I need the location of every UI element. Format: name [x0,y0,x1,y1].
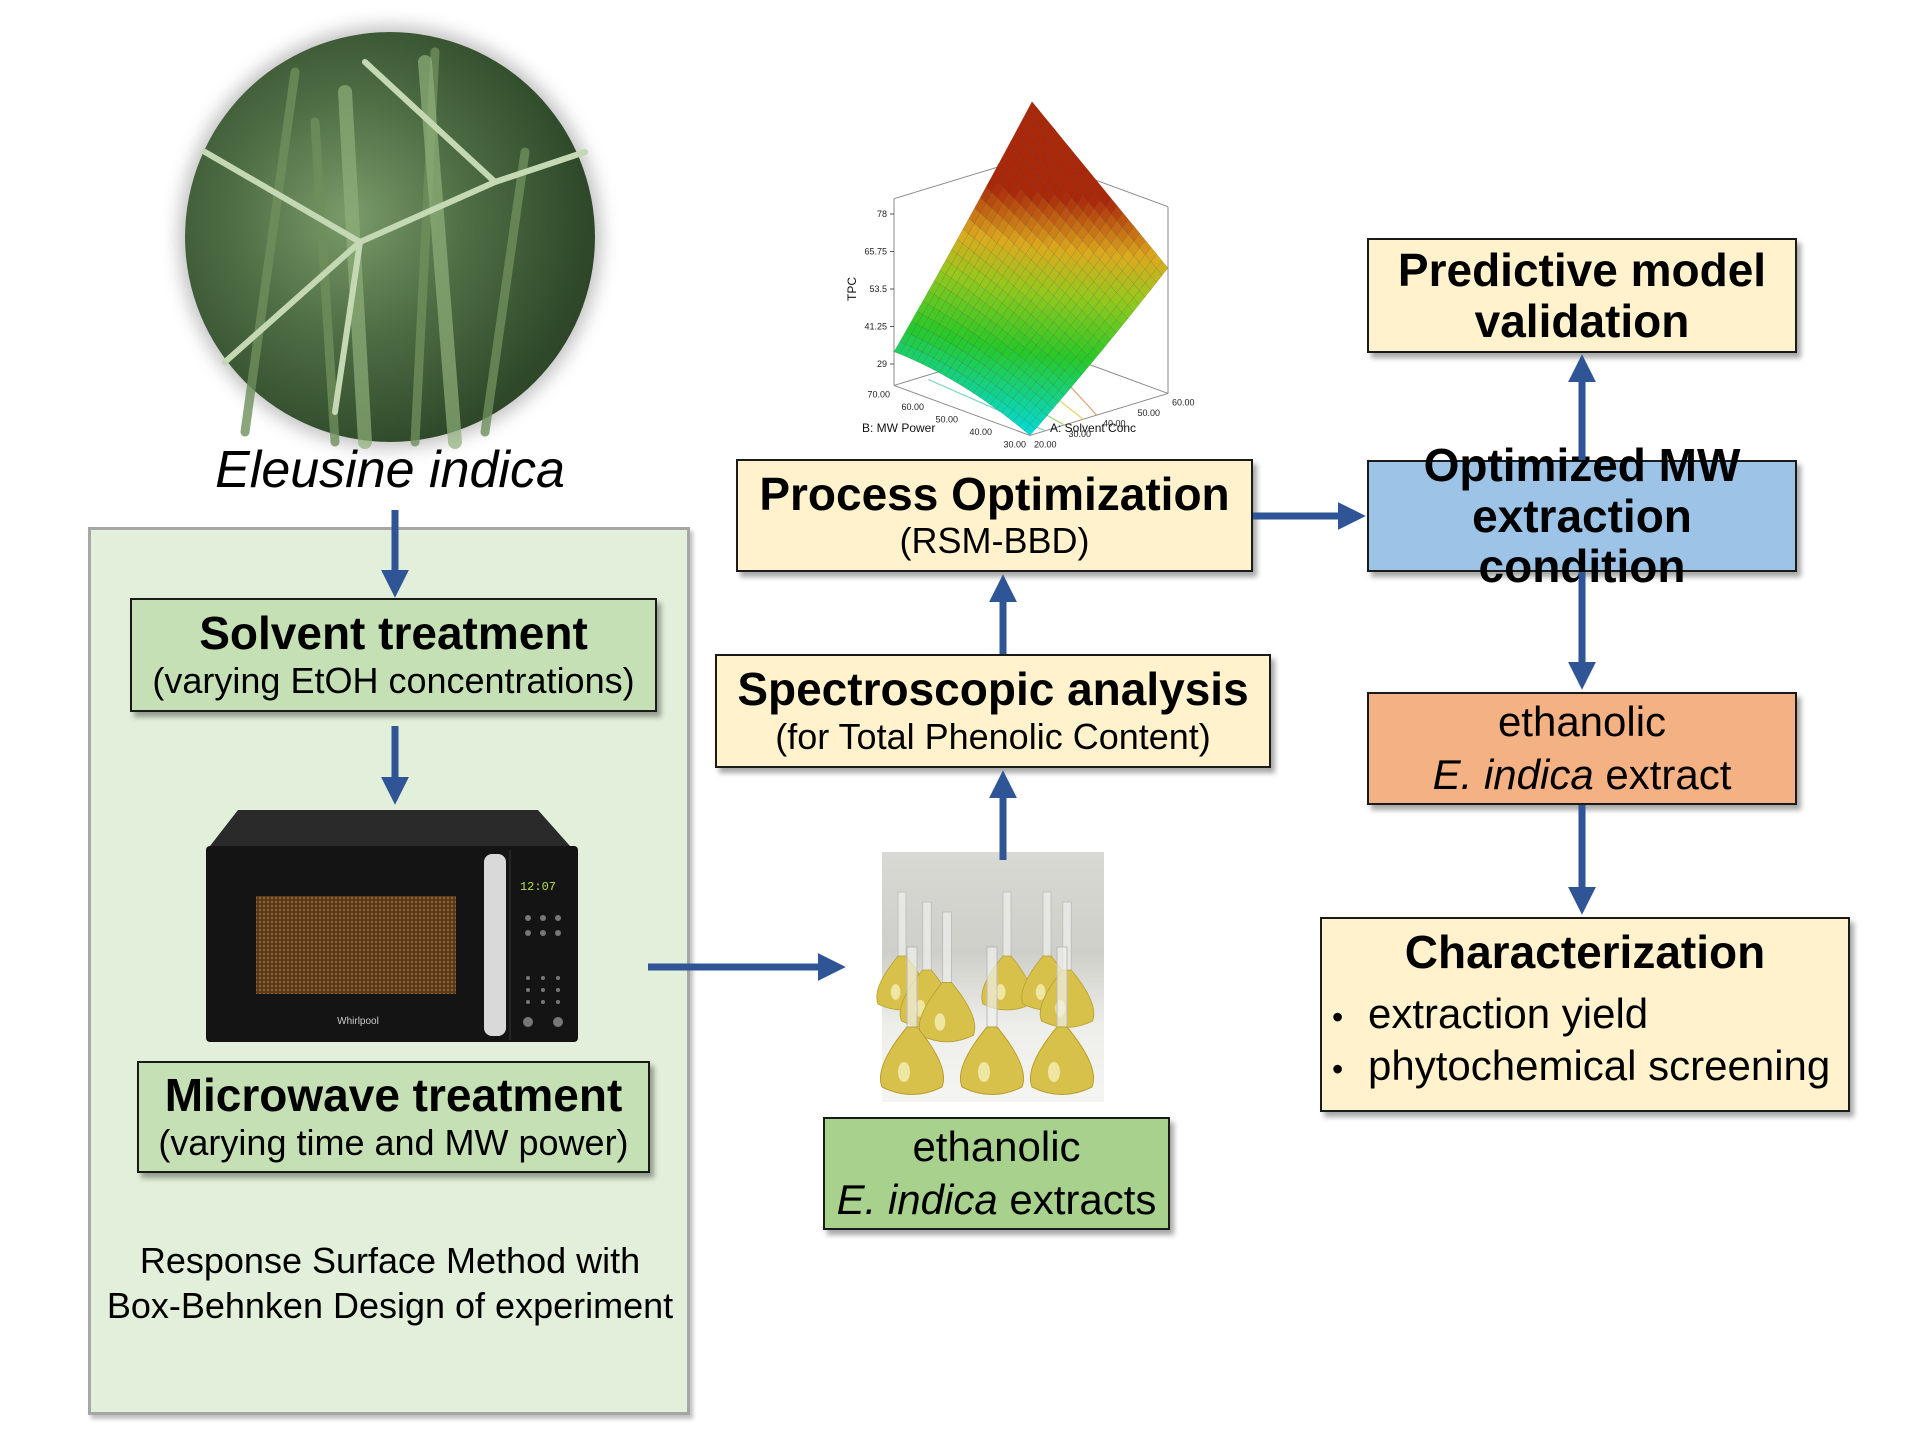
rsm-bbd-note: Response Surface Method with Box-Behnken… [106,1240,674,1326]
ethanolic-extract-box: ethanolic E. indica extract [1367,692,1797,805]
chart-surface-cell [1133,232,1146,249]
extracts-species: E. indica [836,1175,998,1223]
flask [879,946,945,1095]
extracts-rest: extracts [997,1175,1157,1223]
chart-y-tick-label: 70.00 [867,389,890,399]
chart-surface [893,101,1169,436]
ethanolic-extracts-box: ethanolic E. indica extracts [823,1117,1170,1230]
chart-z-tick-label: 29 [877,359,887,369]
chart-z-tick-label: 78 [877,209,887,219]
chart-floor-edge [1029,392,1169,436]
process-optimization-title: Process Optimization [759,467,1230,520]
extracts-line1: ethanolic [912,1123,1081,1170]
process-optimization-subtitle: (RSM-BBD) [899,520,1090,562]
microwave-oven-image: 12:07 Whirlpool [198,808,583,1048]
chart-x-tick-label: 60.00 [1172,397,1195,407]
chart-surface-cell [1060,142,1072,160]
chart-x-label: A: Solvent Conc [1050,421,1136,435]
characterization-list: extraction yield phytochemical screening [1322,988,1848,1093]
characterization-item: phytochemical screening [1332,1040,1848,1093]
predictive-model-validation-box: Predictive model validation [1367,238,1797,353]
solvent-treatment-subtitle: (varying EtOH concentrations) [152,659,635,701]
chart-z-tick-label: 41.25 [864,322,887,332]
chart-x-tick-label: 30.00 [1069,429,1092,439]
microwave-handle [484,854,506,1036]
chart-surface-cell [1156,260,1169,276]
spectroscopic-analysis-subtitle: (for Total Phenolic Content) [775,715,1211,757]
microwave-brand: Whirlpool [337,1016,379,1027]
chart-z-label: TPC [845,277,859,301]
characterization-item: extraction yield [1332,988,1848,1041]
microwave-treatment-subtitle: (varying time and MW power) [158,1121,629,1163]
chart-y-tick-label: 40.00 [969,427,992,437]
flask [959,946,1025,1095]
chart-surface-cell [1128,225,1140,242]
microwave-top [210,810,570,846]
microwave-treatment-box: Microwave treatment (varying time and MW… [137,1061,650,1173]
spectroscopic-analysis-box: Spectroscopic analysis (for Total Phenol… [715,654,1271,768]
spectroscopic-analysis-title: Spectroscopic analysis [737,663,1249,716]
chart-surface-cell [1094,184,1106,201]
chart-surface-cell [1111,205,1123,222]
microwave-treatment-title: Microwave treatment [164,1069,623,1122]
characterization-title: Characterization [1404,926,1766,978]
chart-z-tick-label: 65.75 [864,247,887,257]
chart-z-tick-label: 53.5 [869,284,887,294]
eleusine-indica-photo [185,32,595,449]
microwave-display: 12:07 [520,880,556,894]
extract-line2: E. indica extract [1433,749,1732,802]
solvent-treatment-box: Solvent treatment (varying EtOH concentr… [130,598,657,712]
predictive-line2: validation [1474,294,1690,347]
chart-x-tick-label: 50.00 [1138,408,1161,418]
chart-y-tick-label: 50.00 [935,414,958,424]
extract-line1: ethanolic [1497,698,1667,745]
chart-x-tick-label: 40.00 [1103,418,1126,428]
extract-species: E. indica [1432,750,1594,798]
flasks-photo [876,852,1104,1102]
characterization-box: Characterization extraction yield phytoc… [1320,917,1850,1112]
extracts-line2: E. indica extracts [837,1174,1157,1227]
predictive-line1: Predictive model [1397,243,1767,296]
chart-y-tick-label: 60.00 [901,402,924,412]
solvent-treatment-title: Solvent treatment [199,607,588,660]
chart-y-tick-label: 30.00 [1003,439,1026,449]
chart-surface-cell [1145,246,1157,262]
species-label: Eleusine indica [215,441,565,499]
grass-illustration [202,47,588,449]
chart-floor-edge [893,384,1031,436]
extract-rest: extract [1593,750,1732,798]
flask [1029,946,1095,1095]
chart-y-label: B: MW Power [862,421,935,435]
flask [918,911,976,1043]
process-optimization-box: Process Optimization (RSM-BBD) [736,459,1253,572]
chart-x-tick-label: 20.00 [1034,439,1057,449]
